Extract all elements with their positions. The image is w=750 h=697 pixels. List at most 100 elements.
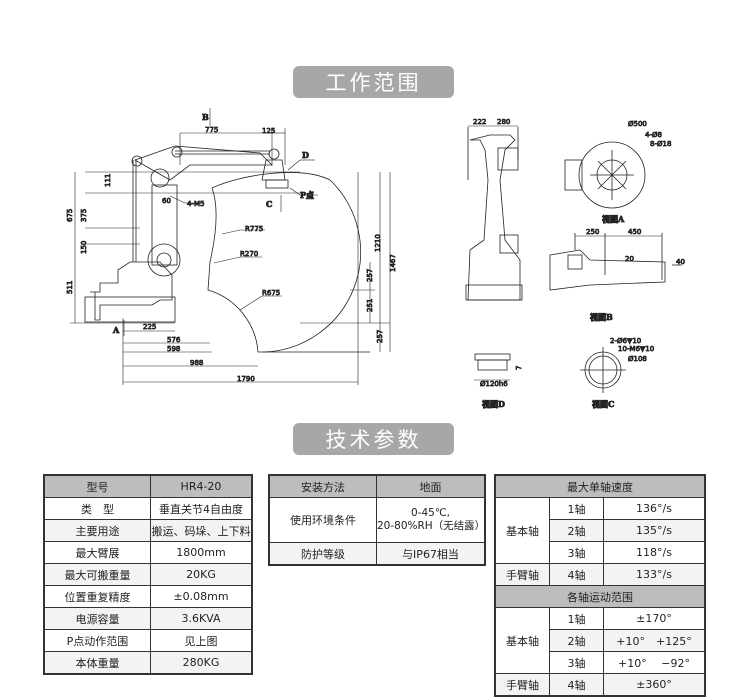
wrist-joint (268, 148, 280, 160)
install-label: 安装方法 (268, 474, 377, 498)
protection-value: 与IP67相当 (376, 542, 486, 566)
side-base (465, 284, 523, 301)
row-value: 见上图 (150, 629, 253, 652)
view-arrow-c: C (266, 199, 272, 209)
row-label: 最大可搬重量 (43, 563, 151, 586)
row-label: 类 型 (43, 497, 151, 520)
env-label: 使用环境条件 (268, 497, 377, 543)
speed-header-row: 最大单轴速度 (494, 474, 706, 498)
axis-range: ±360° (603, 673, 706, 697)
view-a-dia500: Ø500 (628, 120, 647, 128)
work-range-drawing: B D C A P点 4-M5 60 775 125 R775 R270 R67… (66, 108, 685, 409)
table-row: 2轴 135°/s (495, 519, 706, 542)
tech-spec-title: 技术参数 (325, 428, 422, 452)
table-row: 使用环境条件 0-45℃, 20-80%RH（无结露） (268, 497, 486, 543)
dim-257-lower: 257 (376, 330, 384, 343)
robot-base (90, 261, 173, 321)
work-range-banner: 工作范围 (293, 66, 454, 98)
env-temp: 0-45℃, (411, 507, 450, 519)
view-b-drawing (549, 233, 682, 291)
table-row: 防护等级 与IP67相当 (268, 542, 486, 566)
view-arrow-d: D (302, 150, 309, 160)
range-title: 各轴运动范围 (494, 585, 706, 608)
table-row: 基本轴 1轴 136°/s (494, 497, 706, 564)
speed-title: 最大单轴速度 (494, 474, 706, 498)
dim-251: 251 (366, 299, 374, 312)
dim-598: 598 (167, 345, 180, 353)
axis-table: 最大单轴速度 基本轴 1轴 136°/s 2轴 135°/s 3轴 118°/s… (494, 474, 706, 697)
view-b-dim-250: 250 (586, 228, 599, 236)
axis-speed: 136°/s (603, 497, 706, 520)
dim-675: 675 (66, 209, 74, 222)
axis-range: ±170° (603, 607, 706, 630)
dim-111: 111 (104, 174, 112, 187)
envelope-inner-arc (209, 187, 217, 263)
view-a-holes-1: 4-Ø8 (645, 131, 662, 139)
axis-range: +10° −92° (603, 651, 706, 674)
row-label: 电源容量 (43, 607, 151, 630)
view-b-label: 视图B (590, 312, 613, 322)
axis-speed: 118°/s (603, 541, 706, 564)
table-row: 3轴 118°/s (495, 541, 706, 564)
axis-speed: 133°/s (603, 563, 706, 586)
row-label: 本体重量 (43, 651, 151, 675)
view-b-dim-450: 450 (628, 228, 641, 236)
table-row: 基本轴 1轴 ±170° (494, 607, 706, 674)
side-motor (497, 147, 519, 171)
envelope-lower-arc (207, 261, 370, 353)
dim-225: 225 (143, 323, 156, 331)
view-d-dia120: Ø120h6 (480, 380, 508, 388)
arm-axis-group: 手臂轴 (494, 563, 550, 586)
dim-257-upper: 257 (366, 269, 374, 282)
table-row: 3轴 +10° −92° (495, 651, 706, 674)
view-d-drawing (474, 353, 511, 381)
environment-table: 安装方法 地面 使用环境条件 0-45℃, 20-80%RH（无结露） 防护等级… (268, 474, 486, 566)
row-value: 3.6KVA (150, 607, 253, 630)
envelope-top (211, 172, 331, 189)
link-joint-1 (131, 155, 143, 167)
end-flange (265, 179, 289, 189)
model-value: HR4-20 (150, 474, 253, 498)
range-header-row: 各轴运动范围 (494, 585, 706, 608)
dim-988: 988 (190, 359, 203, 367)
row-label: 主要用途 (43, 519, 151, 542)
view-arrow-b: B (202, 112, 209, 122)
table-header-row: 型号 HR4-20 (43, 474, 253, 498)
row-label: 位置重复精度 (43, 585, 151, 608)
axis-name: 1轴 (549, 607, 604, 630)
axis-name: 2轴 (549, 629, 604, 652)
view-c-holes-1: 2-Ø6▼10 (610, 337, 641, 345)
view-a-label: 视图A (602, 214, 625, 224)
axis-range: +10° +125° (603, 629, 706, 652)
wrist-housing (261, 159, 286, 181)
dim-375: 375 (80, 209, 88, 222)
base-axis-group: 基本轴 (494, 497, 550, 564)
install-value: 地面 (376, 474, 486, 498)
tech-spec-banner: 技术参数 (293, 423, 454, 455)
robot-side-view (465, 125, 523, 301)
table-row: 手臂轴 4轴 133°/s (494, 563, 706, 586)
dim-1467: 1467 (389, 254, 397, 272)
table-row: 手臂轴 4轴 ±360° (494, 673, 706, 697)
axis-name: 4轴 (549, 673, 604, 697)
dim-60: 60 (162, 197, 171, 205)
view-b-dim-40: 40 (676, 258, 685, 266)
dim-222: 222 (473, 118, 486, 126)
table-row: 主要用途搬运、码垛、上下料 (43, 519, 253, 542)
row-value: 20KG (150, 563, 253, 586)
row-label: P点动作范围 (43, 629, 151, 652)
radius-775: R775 (245, 225, 263, 233)
mount-holes-label: 4-M5 (187, 200, 204, 208)
dim-125: 125 (262, 127, 275, 135)
work-range-title: 工作范围 (325, 71, 422, 95)
axis-name: 1轴 (549, 497, 604, 520)
row-value: 1800mm (150, 541, 253, 564)
axis-name: 3轴 (549, 541, 604, 564)
axis-name: 3轴 (549, 651, 604, 674)
side-view-body (467, 134, 521, 301)
dim-1210: 1210 (374, 234, 382, 252)
table-header-row: 安装方法 地面 (268, 474, 486, 498)
row-value: 垂直关节4自由度 (150, 497, 253, 520)
